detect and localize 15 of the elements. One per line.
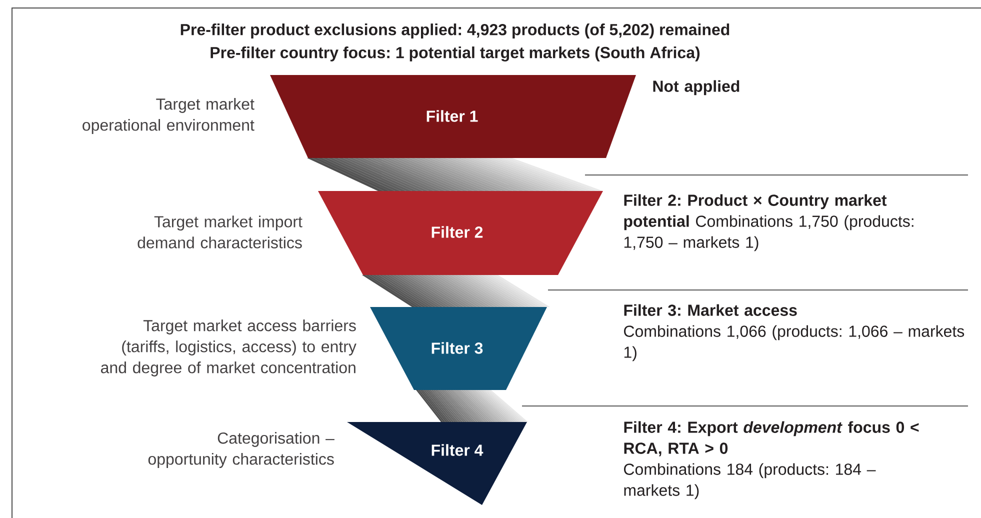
funnel-segment: Filter 3 (370, 307, 547, 390)
description-text: Target market import demand characteristics (138, 216, 302, 248)
description-text: Target market access barriers (tariffs, logistics, access) to entry and degree of market concentration (101, 320, 356, 376)
node-label: Filter 4: Export development focus 0 < RCA, RTA > 0 (624, 421, 919, 456)
funnel-segment: Filter 1 (270, 75, 636, 158)
funnel-segment: Filter 2 (318, 191, 603, 275)
funnel-segment: Filter 4 (347, 422, 527, 505)
description-text: Categorisation – opportunity characteristics (148, 432, 334, 468)
node-label: Combinations 184 (products: 184 – markets 1) (624, 463, 876, 500)
result-text: Filter 2: Product × Country market potential Combinations 1,750 (products: 1,750 – markets 1) (624, 194, 914, 252)
title: Pre-filter product exclusions applied: 4,923 products (of 5,202) remained (180, 24, 730, 38)
result-text: Filter 3: Market access Combinations 1,066 (products: 1,066 – markets 1) (624, 304, 964, 362)
description-text: Target market operational environment (82, 98, 254, 134)
result-text: Not applied (653, 80, 740, 96)
result-text: Filter 4: Export development focus 0 < RCA, RTA > 0 Combinations 184 (products: 184 – markets 1) (624, 421, 919, 500)
